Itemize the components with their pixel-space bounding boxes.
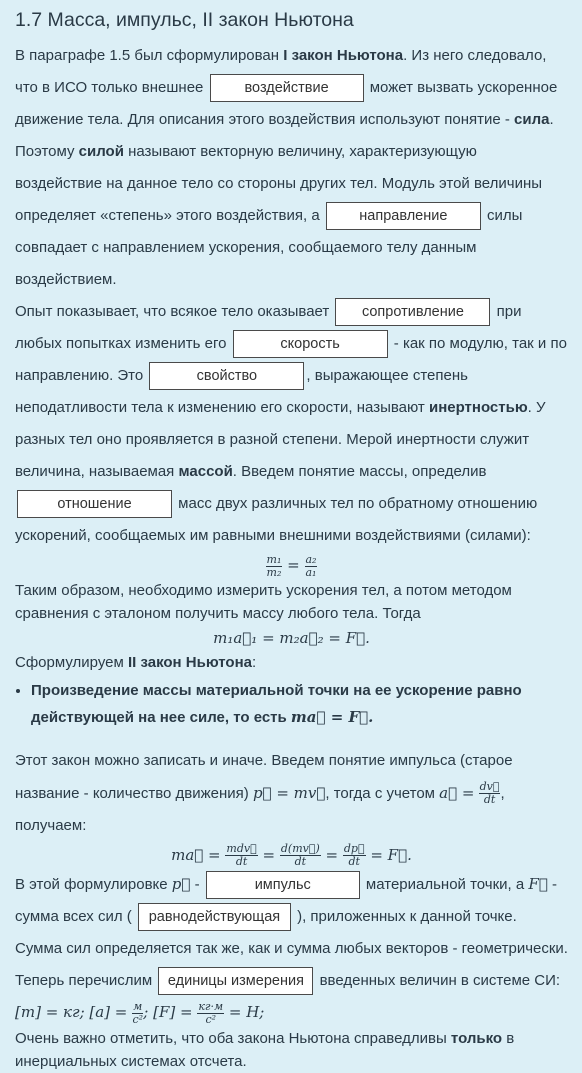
answer-field-resistance[interactable]: сопротивление [335, 298, 491, 327]
fraction-numerator: a₂ [304, 552, 318, 567]
text: - [190, 876, 204, 893]
answer-field-property[interactable]: свойство [149, 362, 305, 391]
fraction-denominator: с² [132, 1012, 144, 1026]
text: , выражающее степень неподатливости тела… [15, 367, 468, 416]
text: , получаем: [15, 784, 505, 834]
text: В параграфе 1.5 был сформулирован [15, 47, 284, 64]
law-list: Произведение массы материальной точки на… [15, 678, 568, 731]
text: введенных величин в системе СИ: [315, 972, 561, 989]
text: масс двух различных тел по обратному отн… [15, 495, 538, 544]
equals-sign: = [287, 556, 300, 574]
bold-term: I закон Ньютона [283, 47, 404, 64]
paragraph-conclusion: Очень важно отметить, что оба закона Нью… [15, 1027, 568, 1073]
text: - сумма всех сил ( [15, 876, 557, 925]
bold-term: сила [514, 111, 550, 128]
fraction-numerator: m₁ [265, 552, 283, 567]
text: Произведение массы материальной точки на… [31, 681, 522, 726]
fraction-denominator: m₂ [266, 565, 282, 579]
text: : [251, 653, 257, 671]
text: ), приложенных к данной точке. Сумма сил… [15, 908, 568, 957]
bold-term: II закон Ньютона [127, 653, 252, 671]
formula-inline: ma⃗ = F⃗. [290, 707, 374, 726]
formula-inline: p⃗ = mv⃗ [252, 783, 326, 802]
fraction-numerator: м [132, 999, 144, 1014]
fraction-numerator: mdv⃗ [225, 842, 258, 856]
fraction-denominator: dt [483, 793, 496, 807]
text: - как по модулю, так и по направлению. Э… [15, 335, 567, 384]
fraction-denominator: dt [235, 855, 248, 868]
formula-momentum-derivation: ma⃗ = mdv⃗dt = d(mv⃗)dt = dp⃗dt = F⃗. [15, 842, 568, 869]
text: В этой формулировке [15, 876, 172, 893]
text: Теперь перечислим [15, 972, 157, 989]
paragraph-momentum: Этот закон можно записать и иначе. Введе… [15, 745, 568, 842]
paragraph-momentum-def: В этой формулировке p⃗ - импульс материа… [15, 868, 568, 965]
paragraph-measure: Таким образом, необходимо измерить ускор… [15, 581, 512, 622]
text: Опыт показывает, что всякое тело оказыва… [15, 303, 334, 320]
text: Этот закон можно записать и иначе. Введе… [15, 751, 513, 802]
page-title: 1.7 Масса, импульс, II закон Ньютона [15, 9, 354, 31]
fraction-denominator: dt [294, 855, 307, 868]
formula-part: ma⃗ = [171, 845, 221, 864]
text: , тогда с учетом [325, 784, 440, 802]
text: Очень важно отметить, что оба закона Нью… [15, 1030, 451, 1047]
answer-field-velocity[interactable]: скорость [232, 330, 388, 359]
formula-inline: F⃗ [528, 875, 548, 893]
bold-term: силой [78, 143, 124, 160]
answer-field-resultant[interactable]: равнодействующая [137, 903, 291, 932]
text: . Введем понятие массы, определив [232, 463, 487, 480]
text: . Поэтому [15, 111, 554, 160]
bold-term: инертностью [428, 399, 528, 416]
fraction-numerator: dv⃗ [478, 780, 501, 795]
fraction-denominator: с² [205, 1012, 217, 1026]
fraction-numerator: d(mv⃗) [279, 842, 321, 856]
answer-field-ratio[interactable]: отношение [17, 490, 172, 519]
formula-inline: a⃗ = [439, 783, 475, 802]
text: . Из него следовало, что в ИСО только вн… [15, 47, 547, 96]
bold-term: массой [178, 463, 233, 480]
fraction-numerator: кг·м [197, 999, 225, 1014]
paragraph-inertia: Опыт показывает, что всякое тело оказыва… [15, 296, 568, 552]
paragraph-force: В параграфе 1.5 был сформулирован I зако… [15, 40, 568, 296]
paragraph-formulate: Сформулируем II закон Ньютона: [15, 651, 568, 674]
fraction-numerator: dp⃗ [342, 842, 366, 856]
fraction-denominator: a₁ [305, 565, 317, 579]
text: при любых попытках изменить его [15, 303, 522, 352]
list-item: Произведение массы материальной точки на… [31, 678, 568, 731]
text: Сформулируем [15, 653, 128, 671]
formula-part: = F⃗. [370, 845, 412, 864]
answer-field-impact[interactable]: воздействие [209, 74, 364, 103]
equals-sign: = [262, 845, 276, 864]
text: материальной точки, а [361, 876, 529, 893]
answer-field-momentum[interactable]: импульс [205, 871, 360, 900]
text: . У разных тел оно проявляется в разной … [15, 399, 546, 480]
equals-sign: = [325, 845, 339, 864]
formula-inline: p⃗ [171, 875, 191, 893]
text: может вызвать ускоренное движение тела. … [15, 79, 558, 128]
answer-field-units[interactable]: единицы измерения [158, 967, 314, 996]
text: силы совпадает с направлением ускорения,… [15, 207, 523, 288]
formula-momentum-equality: m₁a⃗₁ = m₂a⃗₂ = F⃗. [213, 628, 370, 647]
fraction-denominator: dt [348, 855, 360, 868]
answer-field-direction[interactable]: направление [325, 202, 481, 231]
text: называют векторную величину, характеризу… [15, 143, 543, 224]
paragraph-units: Теперь перечислим единицы измерения введ… [15, 965, 568, 997]
bold-term: только [450, 1030, 503, 1047]
